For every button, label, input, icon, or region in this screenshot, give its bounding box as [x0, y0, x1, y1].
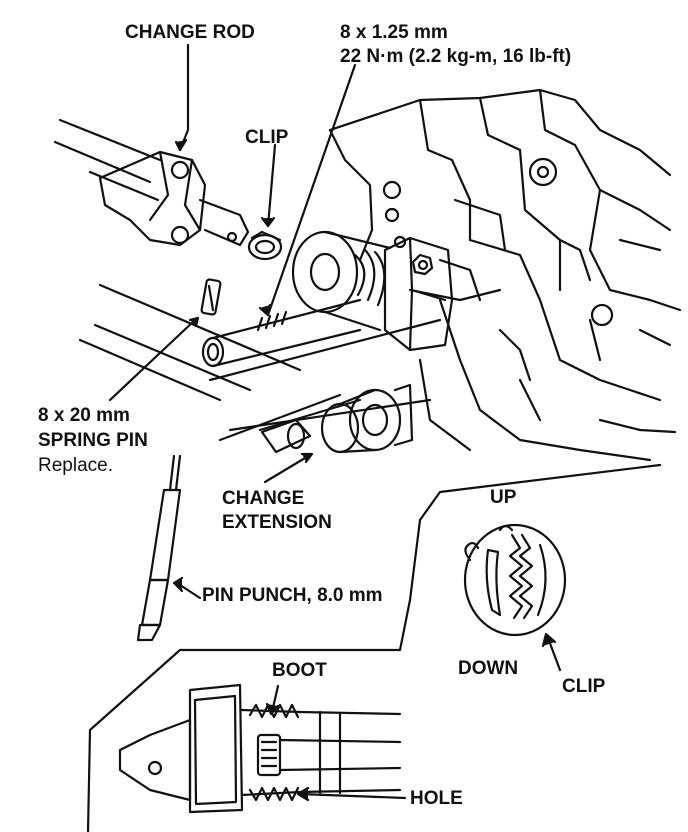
boot-detail: [118, 683, 402, 814]
detail-divider: [86, 463, 662, 832]
label-spring-pin-size: 8 x 20 mm: [38, 405, 130, 426]
label-change-rod: CHANGE ROD: [125, 22, 255, 43]
label-change-extension-line1: CHANGE: [222, 488, 305, 509]
label-clip: CLIP: [245, 127, 289, 148]
label-boot: BOOT: [272, 660, 327, 681]
label-bolt-torque: 22 N·m (2.2 kg-m, 16 lb-ft): [340, 46, 572, 67]
label-bolt-size: 8 x 1.25 mm: [340, 22, 448, 43]
clip-part: [247, 230, 283, 261]
label-change-extension-line2: EXTENSION: [222, 512, 332, 533]
label-up: UP: [490, 487, 517, 508]
clip-detail: [463, 523, 567, 637]
shift-shaft-assembly: [78, 230, 454, 454]
change-rod: [53, 118, 250, 247]
spring-pin: [200, 278, 222, 316]
label-pin-punch: PIN PUNCH, 8.0 mm: [202, 585, 383, 606]
label-spring-pin-note: Replace.: [38, 455, 113, 476]
label-down: DOWN: [458, 658, 519, 679]
transmission-housing: [328, 88, 682, 462]
label-spring-pin: SPRING PIN: [38, 430, 148, 451]
pin-punch-tool: [136, 454, 182, 642]
label-clip-detail: CLIP: [562, 676, 606, 697]
leader-lines: [108, 43, 562, 802]
label-hole: HOLE: [410, 788, 463, 809]
